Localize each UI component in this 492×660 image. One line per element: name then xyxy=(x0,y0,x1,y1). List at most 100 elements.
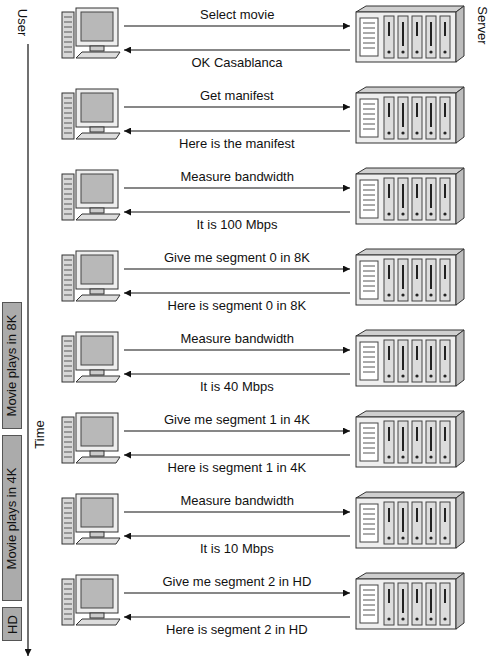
server-panel xyxy=(360,180,378,218)
tower-stripe xyxy=(64,270,72,271)
server-vent xyxy=(363,104,375,105)
monitor-frame xyxy=(76,413,118,451)
computer-tower xyxy=(62,417,74,463)
bay-led xyxy=(387,536,390,539)
computer-icon xyxy=(62,413,120,463)
bay-slot xyxy=(388,508,390,522)
tower-stripe xyxy=(64,32,72,33)
bay-led xyxy=(429,293,432,296)
bay-slot xyxy=(388,22,390,36)
server-vent xyxy=(363,610,375,611)
monitor-stand xyxy=(90,532,104,537)
server-vent xyxy=(363,114,375,115)
bay-led xyxy=(429,536,432,539)
bay-slot xyxy=(444,346,446,360)
bay-slot xyxy=(444,22,446,36)
tower-stripe xyxy=(64,184,72,185)
bay-led xyxy=(401,455,404,458)
tower-stripe xyxy=(64,432,72,433)
bay-slot xyxy=(388,184,390,198)
keyboard xyxy=(76,214,120,220)
computer-tower xyxy=(62,255,74,301)
tower-stripe xyxy=(64,285,72,286)
tower-stripe xyxy=(64,437,72,438)
bay-led xyxy=(443,212,446,215)
tower-stripe xyxy=(64,538,72,539)
bay-led xyxy=(429,455,432,458)
bay-led xyxy=(401,50,404,53)
server-icon xyxy=(356,87,464,143)
server-bay xyxy=(398,16,408,58)
request-arrow xyxy=(124,268,350,269)
tower-stripe xyxy=(64,214,72,215)
server-label: Server xyxy=(475,6,490,44)
bay-slot xyxy=(388,265,390,279)
bay-led xyxy=(387,374,390,377)
tower-stripe xyxy=(64,275,72,276)
monitor-screen xyxy=(81,93,113,122)
response-arrow xyxy=(124,373,350,374)
bay-led xyxy=(429,617,432,620)
tower-stripe xyxy=(64,503,72,504)
server-vent xyxy=(363,195,375,196)
bay-slot xyxy=(402,589,404,613)
server-bay xyxy=(426,502,436,544)
response-label: Here is segment 0 in 8K xyxy=(168,298,307,313)
server-bay xyxy=(426,583,436,625)
server-vent xyxy=(363,443,375,444)
tower-stripe xyxy=(64,452,72,453)
tower-stripe xyxy=(64,265,72,266)
server-vent xyxy=(363,590,375,591)
bay-slot xyxy=(444,103,446,117)
keyboard xyxy=(76,376,120,382)
tower-stripe xyxy=(64,346,72,347)
server-vent xyxy=(363,205,375,206)
bay-slot xyxy=(416,103,418,117)
server-bay xyxy=(412,340,422,382)
server-bay xyxy=(426,421,436,463)
tower-stripe xyxy=(64,98,72,99)
request-arrow xyxy=(124,106,350,107)
server-bay xyxy=(384,97,394,139)
server-bay xyxy=(440,502,450,544)
bay-slot xyxy=(402,103,404,127)
response-arrow xyxy=(124,211,350,212)
tower-stripe xyxy=(64,614,72,615)
monitor-stand xyxy=(90,451,104,456)
tower-stripe xyxy=(64,52,72,53)
monitor-screen xyxy=(81,498,113,527)
server-vent xyxy=(363,276,375,277)
bay-led xyxy=(415,536,418,539)
server-bay xyxy=(398,502,408,544)
bay-slot xyxy=(388,346,390,360)
tower-stripe xyxy=(64,47,72,48)
server-vent xyxy=(363,210,375,211)
server-bay xyxy=(440,97,450,139)
server-vent xyxy=(363,266,375,267)
tower-stripe xyxy=(64,457,72,458)
server-panel xyxy=(360,423,378,461)
bay-slot xyxy=(416,265,418,279)
bay-slot xyxy=(430,508,432,532)
tower-stripe xyxy=(64,528,72,529)
request-arrow xyxy=(124,25,350,26)
monitor-screen xyxy=(81,255,113,284)
playback-band: Movie plays in 4K xyxy=(2,435,22,601)
tower-stripe xyxy=(64,209,72,210)
tower-stripe xyxy=(64,295,72,296)
server-bay xyxy=(426,97,436,139)
server-top xyxy=(356,573,464,579)
bay-slot xyxy=(430,346,432,370)
response-arrow xyxy=(124,454,350,455)
server-front xyxy=(356,12,456,62)
monitor-stand xyxy=(90,613,104,618)
request-label: Measure bandwidth xyxy=(181,493,294,508)
bay-led xyxy=(443,536,446,539)
bay-slot xyxy=(388,427,390,441)
monitor-frame xyxy=(76,89,118,127)
tower-stripe xyxy=(64,103,72,104)
server-vent xyxy=(363,534,375,535)
monitor-frame xyxy=(76,170,118,208)
tower-stripe xyxy=(64,442,72,443)
tower-stripe xyxy=(64,280,72,281)
